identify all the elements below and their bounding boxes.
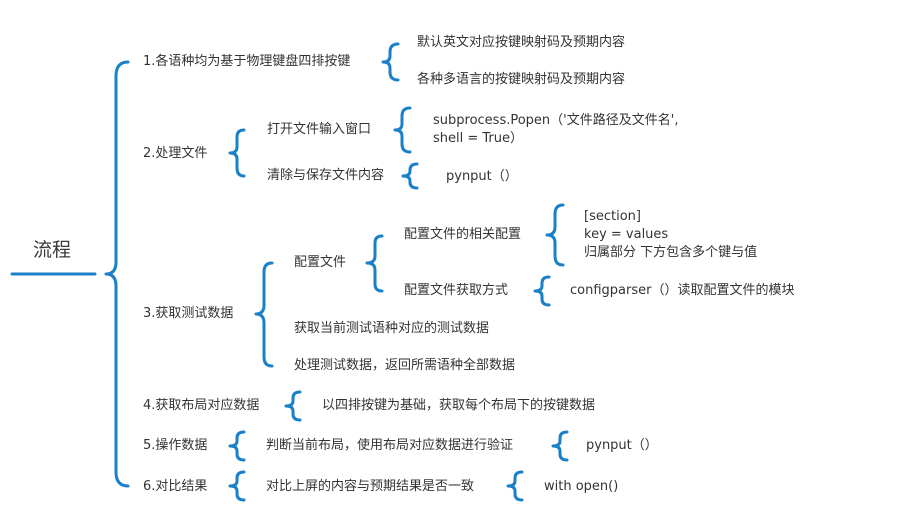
step-3-process-data: 处理测试数据，返回所需语种全部数据 bbox=[294, 358, 516, 373]
bracket-config-file bbox=[365, 234, 384, 293]
step-3-config-file: 配置文件 bbox=[294, 255, 347, 270]
bracket-step6 bbox=[228, 470, 246, 502]
step-1-node: 1.各语种均为基于物理键盘四排按键 bbox=[143, 54, 351, 69]
step-1-child-multilang: 各种多语言的按键映射码及预期内容 bbox=[417, 72, 626, 87]
step-6-child: 对比上屏的内容与预期结果是否一致 bbox=[266, 479, 475, 494]
step-3-node: 3.获取测试数据 bbox=[143, 306, 234, 321]
step-5-pynput: pynput（） bbox=[586, 438, 658, 453]
step-2-popen-line-2: shell = True） bbox=[433, 131, 524, 146]
step-6-node: 6.对比结果 bbox=[143, 479, 208, 494]
step-2-open-file: 打开文件输入窗口 bbox=[267, 122, 372, 137]
step-2-clear-save: 清除与保存文件内容 bbox=[267, 168, 385, 183]
step-3-get-test-data: 获取当前测试语种对应的测试数据 bbox=[294, 321, 490, 336]
bracket-config-method bbox=[533, 275, 551, 307]
bracket-root bbox=[104, 60, 130, 488]
bracket-step3 bbox=[254, 261, 274, 368]
bracket-step5 bbox=[228, 430, 246, 462]
step-4-child: 以四排按键为基础，获取每个布局下的按键数据 bbox=[322, 398, 596, 413]
step-3-configparser: configparser（）读取配置文件的模块 bbox=[570, 283, 795, 298]
bracket-step1 bbox=[381, 42, 400, 82]
step-1-child-default: 默认英文对应按键映射码及预期内容 bbox=[417, 35, 626, 50]
step-6-with-open: with open() bbox=[544, 479, 619, 494]
bracket-step5-child bbox=[551, 430, 569, 462]
step-2-popen-line-1: subprocess.Popen（'文件路径及文件名', bbox=[433, 113, 679, 128]
step-3-belongs-line: 归属部分 下方包含多个键与值 bbox=[584, 245, 758, 260]
step-3-key-values-line: key = values bbox=[584, 227, 669, 242]
step-5-node: 5.操作数据 bbox=[143, 438, 208, 453]
bracket-open-file bbox=[393, 106, 412, 154]
bracket-config-related bbox=[545, 203, 565, 267]
bracket-clear-save bbox=[401, 162, 419, 190]
step-3-config-method: 配置文件获取方式 bbox=[404, 283, 509, 298]
step-2-node: 2.处理文件 bbox=[143, 146, 208, 161]
bracket-step6-child bbox=[506, 470, 524, 502]
step-2-pynput: pynput（） bbox=[446, 169, 518, 184]
step-3-config-related: 配置文件的相关配置 bbox=[404, 227, 522, 242]
step-3-section-line: [section] bbox=[584, 209, 641, 224]
step-4-node: 4.获取布局对应数据 bbox=[143, 398, 260, 413]
bracket-step2 bbox=[228, 128, 246, 178]
bracket-step4 bbox=[284, 390, 302, 422]
root-node: 流程 bbox=[33, 239, 72, 261]
step-5-child: 判断当前布局，使用布局对应数据进行验证 bbox=[266, 438, 514, 453]
